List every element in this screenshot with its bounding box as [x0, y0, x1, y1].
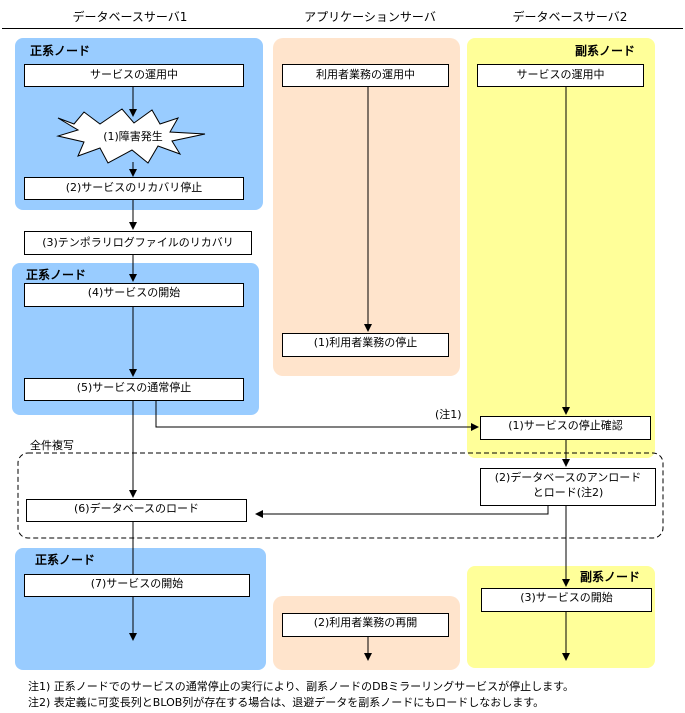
db1-service-running-box: サービスの運用中 — [24, 64, 244, 87]
primary-node-label-3: 正系ノード — [35, 553, 96, 567]
secondary-node-label-2: 副系ノード — [580, 570, 641, 584]
app-business-resume-box: (2)利用者業務の再開 — [282, 613, 449, 637]
db2-service-start-box: (3)サービスの開始 — [481, 588, 652, 612]
app-business-stop-text: (1)利用者業務の停止 — [313, 336, 418, 349]
db2-service-running-box: サービスの運用中 — [477, 64, 644, 87]
note1-marker: (注1) — [435, 408, 462, 421]
app-business-running-box: 利用者業務の運用中 — [282, 64, 449, 87]
footnote-2: 注2) 表定義に可変長列とBLOB列が存在する場合は、退避データを副系ノードにも… — [28, 696, 545, 709]
arrow-normal-stop-to-stop-confirm — [155, 401, 479, 431]
db1-service-start-text: (4)サービスの開始 — [87, 286, 181, 299]
header-divider — [2, 28, 683, 29]
db2-stop-confirm-text: (1)サービスの停止確認 — [508, 419, 623, 432]
db2-unload-load-box: (2)データベースのアンロード とロード(注2) — [480, 468, 656, 506]
db1-recovery-stop-text: (2)サービスのリカバリ停止 — [65, 181, 203, 194]
app-business-running-text: 利用者業務の運用中 — [316, 68, 415, 81]
app-business-resume-text: (2)利用者業務の再開 — [313, 616, 418, 629]
failure-burst — [56, 108, 206, 164]
secondary-node-panel-2 — [467, 566, 655, 668]
primary-node-panel-3 — [15, 548, 266, 670]
db2-service-start-text: (3)サービスの開始 — [520, 591, 613, 604]
db1-service-restart-box: (7)サービスの開始 — [24, 574, 250, 597]
db1-templog-recovery-text: (3)テンポラリログファイルのリカバリ — [42, 236, 234, 249]
header-db-server-2: データベースサーバ2 — [512, 10, 628, 24]
db1-normal-stop-box: (5)サービスの通常停止 — [24, 378, 244, 401]
db1-service-running-text: サービスの運用中 — [90, 68, 178, 81]
primary-node-label-2: 正系ノード — [26, 268, 87, 282]
app-server-panel-1 — [273, 38, 460, 376]
secondary-node-panel-1 — [467, 38, 655, 458]
db1-service-start-box: (4)サービスの開始 — [24, 283, 244, 307]
failure-label: (1)障害発生 — [103, 130, 163, 143]
db1-normal-stop-text: (5)サービスの通常停止 — [76, 381, 192, 394]
full-copy-group — [17, 452, 664, 539]
db2-service-running-text: サービスの運用中 — [516, 68, 605, 81]
primary-node-label-1: 正系ノード — [30, 44, 91, 58]
db1-templog-recovery-box: (3)テンポラリログファイルのリカバリ — [24, 231, 252, 255]
db1-db-load-box: (6)データベースのロード — [26, 499, 247, 522]
full-copy-label: 全件複写 — [30, 439, 74, 452]
arrow-unload-to-db1-load — [255, 506, 549, 518]
header-app-server: アプリケーションサーバ — [304, 10, 436, 24]
db1-db-load-text: (6)データベースのロード — [73, 502, 200, 515]
db1-service-restart-text: (7)サービスの開始 — [90, 577, 184, 590]
db2-unload-line2: とロード(注2) — [532, 485, 604, 499]
db1-recovery-stop-box: (2)サービスのリカバリ停止 — [24, 177, 244, 200]
app-business-stop-box: (1)利用者業務の停止 — [282, 333, 449, 357]
footnote-1: 注1) 正系ノードでのサービスの通常停止の実行により、副系ノードのDBミラーリン… — [28, 680, 575, 693]
header-db-server-1: データベースサーバ1 — [72, 10, 188, 24]
secondary-node-label-1: 副系ノード — [575, 44, 636, 58]
db2-stop-confirm-box: (1)サービスの停止確認 — [480, 416, 651, 440]
db2-unload-line1: (2)データベースのアンロード — [494, 471, 642, 484]
